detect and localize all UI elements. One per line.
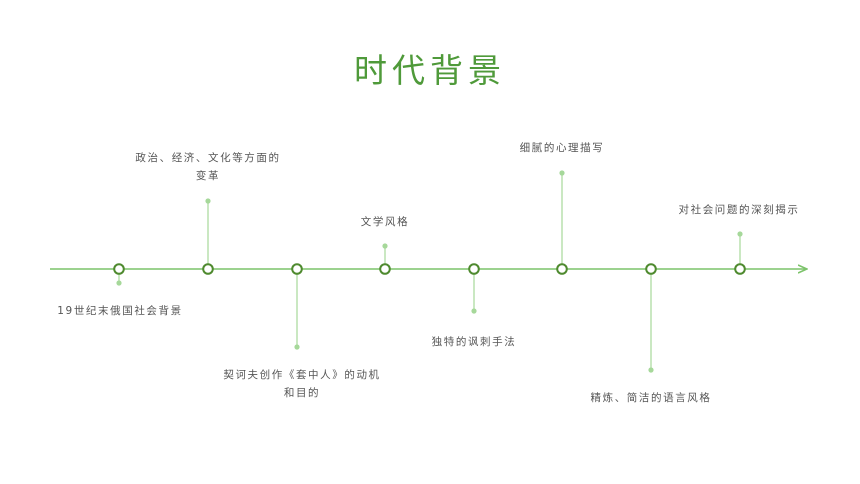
- event-label-4: 文学风格: [360, 216, 410, 228]
- page-title: 时代背景: [354, 51, 506, 90]
- timeline-node-4: [379, 263, 391, 275]
- event-stem-dot-4: [382, 243, 388, 249]
- event-stem-dot-6: [559, 170, 565, 176]
- timeline-node-6: [556, 263, 568, 275]
- timeline-node-2: [202, 263, 214, 275]
- event-stem-dot-3: [294, 344, 300, 350]
- timeline-node-8: [734, 263, 746, 275]
- timeline-node-1: [113, 263, 125, 275]
- event-label-2: 政治、经济、文化等方面的变革: [135, 152, 281, 182]
- event-stem-dot-1: [116, 280, 122, 286]
- event-stem-dot-5: [471, 308, 477, 314]
- timeline-node-7: [645, 263, 657, 275]
- event-stem-dot-2: [205, 198, 211, 204]
- event-label-7: 精炼、简洁的语言风格: [590, 392, 712, 404]
- event-label-5: 独特的讽刺手法: [431, 336, 517, 348]
- timeline-node-5: [468, 263, 480, 275]
- event-label-1: 19世纪末俄国社会背景: [57, 305, 183, 317]
- event-label-8: 对社会问题的深刻揭示: [678, 204, 800, 216]
- event-label-6: 细腻的心理描写: [519, 142, 605, 154]
- event-stem-dot-8: [737, 231, 743, 237]
- event-stem-dot-7: [648, 367, 654, 373]
- timeline-node-3: [291, 263, 303, 275]
- event-label-3: 契诃夫创作《套中人》的动机和目的: [223, 369, 381, 399]
